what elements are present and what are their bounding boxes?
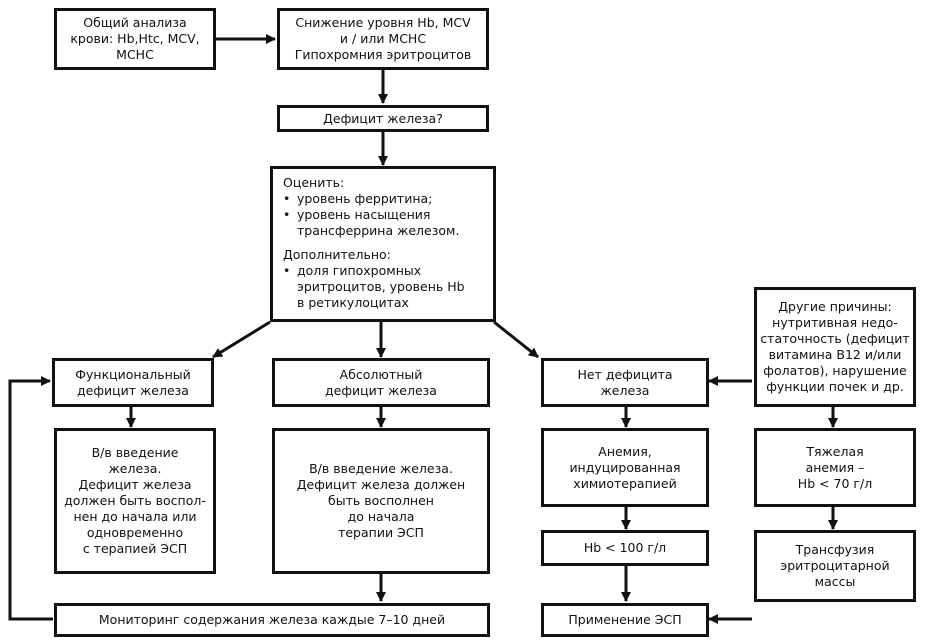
node-iv-functional-line-3: Дефицит железа [78, 477, 192, 492]
node-iv-absolute-line-3: быть восполнен [328, 493, 434, 508]
node-functional-line-2: дефицит железа [77, 382, 189, 398]
node-other-causes: Другие причины: нутритивная недо- статоч… [754, 287, 916, 407]
evaluate-item-saturation-cont: трансферрина железом. [297, 223, 460, 238]
node-cbc-line-3: MCHC [116, 47, 154, 62]
node-chemo-anemia: Анемия, индуцированная химиотерапией [541, 428, 709, 507]
node-iv-absolute-line-1: В/в введение железа. [309, 461, 453, 476]
node-no-deficit-line-1: Нет дефицита [577, 366, 673, 382]
node-iv-absolute: В/в введение железа. Дефицит железа долж… [272, 428, 490, 574]
node-severe-line-3: Hb < 70 г/л [797, 475, 873, 491]
node-other-line-2: нутритивная недо- [772, 315, 898, 330]
node-esp-line-1: Применение ЭСП [568, 612, 682, 627]
evaluate-extra-heading: Дополнительно: [283, 247, 391, 262]
node-monitoring-line-1: Мониторинг содержания железа каждые 7–10… [98, 612, 446, 627]
evaluate-heading: Оценить: [283, 175, 345, 190]
node-decrease-line-2: и / или MCHC [339, 31, 427, 46]
node-esp: Применение ЭСП [541, 603, 709, 637]
node-hb100-line-1: Hb < 100 г/л [583, 540, 667, 555]
evaluate-extra-item: доля гипохромных [283, 263, 421, 279]
node-other-line-6: функции почек и др. [766, 379, 904, 394]
node-deficit-question-line-1: Дефицит железа? [323, 110, 443, 126]
arrow-evaluate-to-functional [212, 320, 271, 359]
node-transfusion: Трансфузия эритроцитарной массы [754, 530, 916, 602]
node-other-line-4: витамина В12 и/или [768, 347, 902, 362]
node-monitoring: Мониторинг содержания железа каждые 7–10… [54, 603, 490, 637]
arrow-monitoring-to-functional [8, 376, 53, 621]
node-decrease-line-1: Снижение уровня Hb, MCV [295, 15, 471, 30]
node-iv-functional: В/в введение железа. Дефицит железа долж… [54, 428, 216, 574]
node-severe-anemia: Тяжелая анемия – Hb < 70 г/л [754, 428, 916, 507]
node-functional-line-1: Функциональный [75, 366, 191, 382]
node-other-line-5: фолатов), нарушение [763, 363, 907, 378]
node-cbc: Общий анализа крови: Hb,Htc, MCV, MCHC [54, 8, 216, 70]
evaluate-item-ferritin: уровень ферритина; [283, 191, 432, 207]
node-iv-functional-line-6: одновременно [86, 525, 184, 540]
node-iv-functional-line-5: нен до начала или [73, 509, 197, 524]
node-hb-below-100: Hb < 100 г/л [541, 530, 709, 566]
evaluate-extra-cont-1: эритроцитов, уровень Hb [297, 279, 465, 294]
node-cbc-line-2: крови: Hb,Htc, MCV, [70, 31, 200, 46]
evaluate-item-saturation: уровень насыщения [283, 207, 430, 223]
node-severe-line-1: Тяжелая [806, 443, 864, 459]
arrow-evaluate-to-no-deficit [493, 320, 539, 359]
node-chemo-line-1: Анемия, [598, 443, 652, 459]
node-absolute-line-2: дефицит железа [325, 382, 437, 398]
node-iv-absolute-line-5: терапии ЭСП [338, 525, 424, 540]
node-deficit-question: Дефицит железа? [277, 105, 489, 132]
node-iv-functional-line-7: с терапией ЭСП [82, 541, 188, 556]
node-absolute-line-1: Абсолютный [339, 366, 423, 382]
node-transfusion-line-2: эритроцитарной [780, 558, 890, 573]
node-chemo-line-3: химиотерапией [573, 475, 677, 491]
node-iv-functional-line-1: В/в введение [91, 445, 179, 460]
node-severe-line-2: анемия – [805, 459, 865, 475]
evaluate-extra-cont-2: в ретикулоцитах [297, 295, 409, 310]
node-evaluate: Оценить: уровень ферритина; уровень насы… [270, 166, 496, 322]
node-other-line-1: Другие причины: [778, 299, 892, 314]
node-no-deficit: Нет дефицита железа [541, 358, 709, 407]
node-cbc-line-1: Общий анализа [83, 15, 187, 30]
node-other-line-3: статочность (дефицит [760, 331, 910, 346]
node-transfusion-line-1: Трансфузия [795, 542, 875, 557]
node-iv-functional-line-4: должен быть воспол- [64, 493, 206, 508]
node-decrease-line-3: Гипохромния эритроцитов [294, 47, 472, 62]
node-iv-absolute-line-2: Дефицит железа должен [296, 477, 466, 492]
node-functional: Функциональный дефицит железа [52, 358, 214, 407]
node-iv-functional-line-2: железа. [108, 461, 162, 476]
node-transfusion-line-3: массы [814, 574, 856, 589]
node-absolute: Абсолютный дефицит железа [272, 358, 490, 407]
node-no-deficit-line-2: железа [600, 382, 650, 398]
node-iv-absolute-line-4: до начала [347, 509, 415, 524]
node-chemo-line-2: индуцированная [569, 459, 681, 475]
node-decrease: Снижение уровня Hb, MCV и / или MCHC Гип… [277, 8, 489, 70]
